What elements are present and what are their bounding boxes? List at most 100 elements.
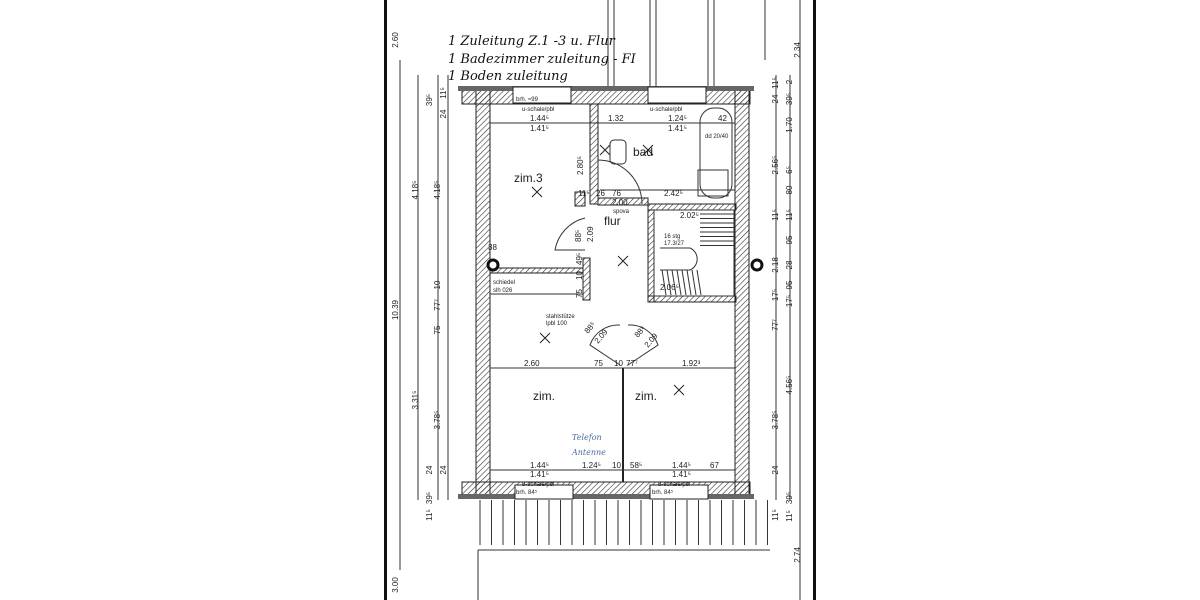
svg-text:88⁵: 88⁵	[574, 230, 583, 242]
dimension-label: 39⁵	[785, 492, 794, 504]
svg-text:10: 10	[614, 359, 623, 368]
svg-text:2.09: 2.09	[593, 327, 610, 345]
roof-lines-top	[607, 0, 766, 88]
bath-fixtures	[609, 107, 733, 199]
svg-text:11⁵: 11⁵	[578, 189, 590, 198]
stair-tread	[676, 269, 682, 296]
steel-column-label: stahlstütze	[546, 314, 575, 320]
handwritten-note: 1 Zuleitung Z.1 -3 u. Flur	[448, 34, 616, 49]
stair-tread	[696, 269, 702, 296]
blue-note: Antenne	[571, 448, 606, 457]
svg-text:2.42⁵: 2.42⁵	[664, 189, 683, 198]
dimension-label: 3.31⁵	[411, 391, 420, 410]
svg-text:2.06⁵: 2.06⁵	[660, 283, 679, 292]
svg-text:1.41⁵: 1.41⁵	[668, 124, 687, 133]
svg-text:1.24⁵: 1.24⁵	[668, 114, 687, 123]
svg-text:42: 42	[718, 114, 727, 123]
svg-text:1.44⁵: 1.44⁵	[530, 461, 549, 470]
svg-text:1.44⁵: 1.44⁵	[530, 114, 549, 123]
stair-tread	[661, 269, 667, 296]
lintel-label: u-schale/pbl	[522, 107, 554, 113]
room-label-bad: bad	[633, 145, 653, 159]
staircase	[653, 209, 735, 297]
stair-tread	[666, 269, 672, 296]
svg-text:88⁵: 88⁵	[583, 320, 598, 335]
dimension-label: 11⁵	[771, 509, 780, 521]
svg-text:49⁵: 49⁵	[575, 253, 584, 265]
stair-tread	[691, 269, 697, 296]
dimension-label: 24	[439, 109, 448, 118]
svg-text:88⁵: 88⁵	[633, 324, 648, 339]
interior-walls	[489, 103, 737, 482]
dimension-label: 2.60	[391, 32, 400, 48]
chimney-label: schiedel	[493, 280, 515, 286]
windows	[512, 86, 709, 500]
room-label-zim3: zim.3	[514, 171, 543, 185]
svg-text:26: 26	[596, 189, 605, 198]
dimension-label: 2.74	[793, 547, 802, 563]
svg-text:2.80⁵: 2.80⁵	[576, 156, 585, 175]
dimension-label: 3.78⁵	[771, 411, 780, 430]
dimension-label: 6⁵	[785, 166, 794, 174]
room-label-zim-right: zim.	[635, 389, 657, 403]
dimension-label: 77⁷	[433, 299, 442, 311]
svg-text:1.92³: 1.92³	[682, 359, 701, 368]
svg-text:76: 76	[612, 189, 621, 198]
dimension-label: 39⁵	[785, 93, 794, 105]
spova-label: spova	[613, 209, 630, 215]
svg-text:1.41⁵: 1.41⁵	[530, 124, 549, 133]
dimension-label: 39⁵	[425, 492, 434, 504]
blue-note: Telefon	[572, 433, 602, 442]
svg-text:1.24⁵: 1.24⁵	[582, 461, 601, 470]
window-label: brh. 84⁵	[652, 489, 674, 496]
svg-text:10: 10	[575, 271, 584, 280]
window-label: brh. ≈99	[516, 97, 539, 103]
svg-text:75: 75	[594, 359, 603, 368]
dimension-chains	[399, 0, 801, 600]
stairs-label: 16 stg	[664, 234, 680, 240]
dimension-label: 11⁵	[425, 509, 434, 521]
dimension-label: 4.18⁵	[433, 181, 442, 200]
dimension-label: 24	[439, 465, 448, 474]
stair-tread	[686, 269, 692, 296]
roof-battens	[479, 500, 768, 545]
scan-edge-left	[384, 0, 387, 600]
dimension-label: 24	[425, 465, 434, 474]
handwritten-note: 1 Badezimmer zuleitung - FI	[448, 52, 637, 67]
dimension-label: 11⁵	[439, 87, 448, 99]
lintel-label: u-schale/pbl	[658, 482, 690, 488]
room-label-flur: flur	[604, 214, 621, 228]
right-dimension-labels: 2.342.56⁵2.183.78⁵2.7411⁵2411⁵77⁷17⁵2411…	[771, 42, 802, 563]
dimension-label: 4.56⁵	[785, 376, 794, 395]
svg-text:38: 38	[488, 243, 497, 252]
lintel-label: u-schale/pbl	[650, 107, 682, 113]
ceiling-light-symbols	[531, 144, 685, 396]
dimension-label: 75	[433, 325, 442, 334]
room-label-zim-left: zim.	[533, 389, 555, 403]
svg-text:1.41⁵: 1.41⁵	[672, 470, 691, 479]
dimension-label: 95	[785, 280, 794, 289]
dimension-label: 2.34	[793, 42, 802, 58]
dimension-label: 2.18	[771, 257, 780, 273]
svg-text:75: 75	[575, 289, 584, 298]
dimension-label: 11⁵	[771, 77, 780, 89]
dimension-label: 11⁵	[771, 209, 780, 221]
steel-column-size: lpbl 100	[546, 321, 568, 327]
stair-tread	[681, 269, 687, 296]
svg-text:10: 10	[612, 461, 621, 470]
stair-tread	[671, 269, 677, 296]
svg-text:77⁷: 77⁷	[626, 359, 638, 368]
dimension-label: 2.56⁵	[771, 156, 780, 175]
stairs-ratio: 17.3/27	[664, 241, 685, 247]
shower-label: dd 20/40	[705, 134, 729, 140]
dimension-label: 24	[771, 94, 780, 103]
handwritten-note: 1 Boden zuleitung	[448, 69, 568, 84]
dimension-label: 17⁵	[785, 295, 794, 307]
dimension-label: 80	[785, 185, 794, 194]
dimension-label: 3.78⁵	[433, 411, 442, 430]
dimension-label: 11⁵	[785, 510, 794, 522]
scan-edge-right	[813, 0, 816, 600]
dimension-label: 1.70	[785, 117, 794, 133]
svg-text:2.09: 2.09	[643, 331, 660, 349]
dimension-label: 4.18⁵	[411, 181, 420, 200]
